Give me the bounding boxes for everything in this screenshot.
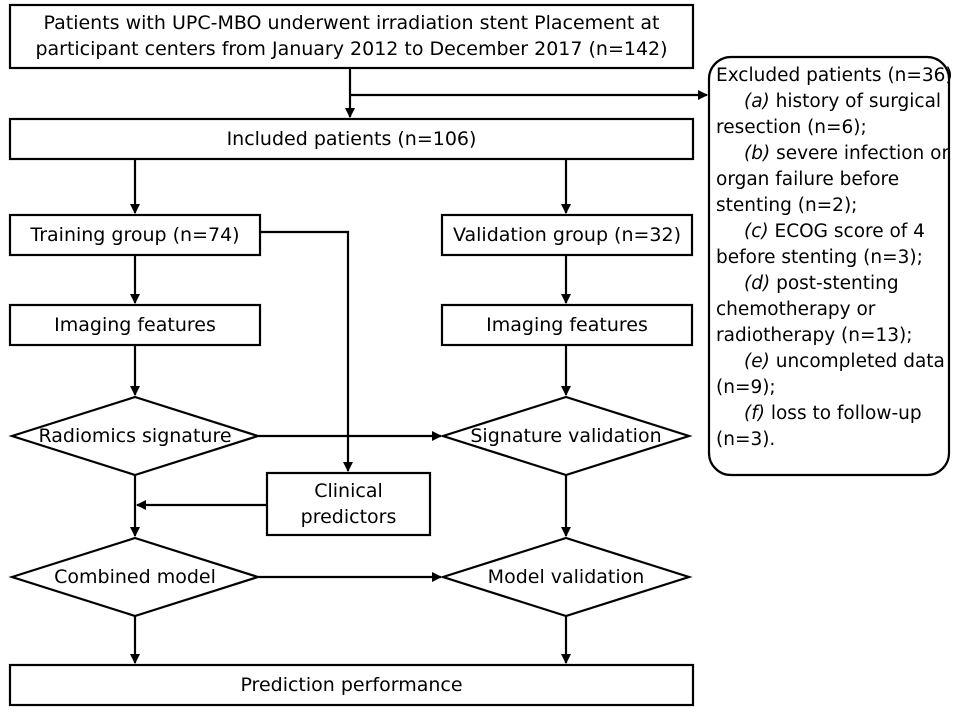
excluded-tag-b: (b) [744, 143, 771, 164]
excluded-d-line2: chemotherapy or [716, 299, 876, 320]
model-validation-diamond [439, 536, 693, 618]
top-box-line1: Patients with UPC-MBO underwent irradiat… [43, 12, 660, 34]
training-label: Training group (n=74) [30, 224, 240, 246]
excluded-title: Excluded patients (n=36) [716, 65, 953, 86]
validation-box [440, 213, 694, 257]
excluded-b-line1: severe infection or [776, 143, 950, 164]
excluded-box [707, 55, 951, 477]
validation-label: Validation group (n=32) [452, 224, 682, 246]
clinical-line1: Clinical [314, 480, 383, 502]
excluded-tag-d: (d) [744, 273, 771, 294]
excluded-tag-e: (e) [744, 351, 770, 372]
excluded-d-line1: post-stenting [776, 273, 899, 294]
excluded-e-line1: uncompleted data [775, 351, 945, 372]
excluded-c-line1: ECOG score of 4 [774, 221, 925, 242]
combined-label: Combined model [54, 566, 216, 588]
clinical-line2: predictors [300, 506, 397, 528]
imaging-right-box [440, 303, 694, 347]
clinical-box [265, 471, 432, 537]
excluded-item-d: (d) post-stenting [716, 271, 949, 297]
top-box-line2: participant centers from January 2012 to… [35, 38, 668, 60]
model-validation-label: Model validation [487, 566, 645, 588]
top-box [8, 3, 695, 70]
prediction-label: Prediction performance [240, 674, 463, 696]
excluded-e-line2: (n=9); [716, 377, 776, 398]
excluded-f-line1: loss to follow-up [770, 403, 922, 424]
excluded-d-line3: radiotherapy (n=13); [716, 325, 913, 346]
excluded-tag-c: (c) [744, 221, 769, 242]
prediction-box [8, 663, 695, 707]
excluded-b-line3: stenting (n=2); [716, 195, 858, 216]
excluded-a-line1: history of surgical [775, 91, 942, 112]
excluded-tag-f: (f) [744, 403, 765, 424]
excluded-item-c: (c) ECOG score of 4 [716, 219, 949, 245]
excluded-item-b: (b) severe infection or [716, 141, 949, 167]
signature-validation-label: Signature validation [470, 425, 662, 447]
imaging-left-label: Imaging features [54, 314, 216, 336]
top-box-text: Patients with UPC-MBO underwent irradiat… [10, 10, 693, 62]
excluded-f-line2: (n=3). [716, 429, 776, 450]
included-box [8, 117, 695, 161]
arrow-training-clinical [260, 230, 353, 472]
clinical-label: Clinical predictors [267, 478, 430, 530]
excluded-a-line2: resection (n=6); [716, 117, 867, 138]
excluded-item-e: (e) uncompleted data [716, 349, 949, 375]
excluded-text: Excluded patients (n=36) (a) history of … [716, 63, 953, 469]
signature-validation-diamond [439, 395, 693, 477]
excluded-tag-a: (a) [744, 91, 770, 112]
included-label: Included patients (n=106) [226, 128, 477, 150]
excluded-item-f: (f) loss to follow-up [716, 401, 949, 427]
excluded-c-line2: before stenting (n=3); [716, 247, 923, 268]
radiomics-label: Radiomics signature [38, 425, 232, 447]
excluded-b-line2: organ failure before [716, 169, 900, 190]
excluded-item-a: (a) history of surgical [716, 89, 949, 115]
imaging-right-label: Imaging features [486, 314, 648, 336]
